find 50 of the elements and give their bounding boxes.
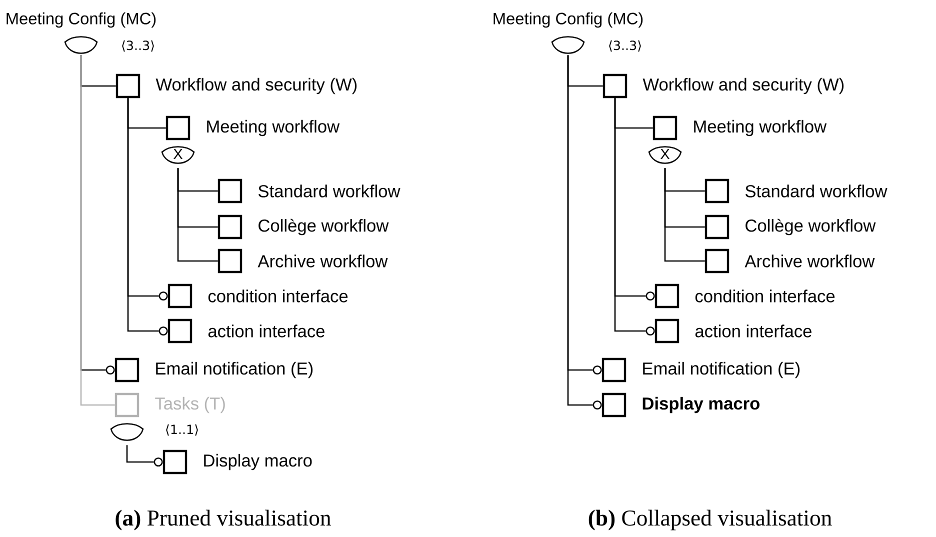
feature-box: condition interface: [654, 284, 835, 308]
node-label: Workflow and security (W): [156, 78, 357, 94]
xor-group-arc: X: [161, 146, 195, 164]
feature-box: Workflow and security (W): [602, 74, 844, 98]
feature-box: Email notification (E): [114, 358, 313, 382]
feature-box: Standard workflow: [218, 178, 400, 204]
node-label: condition interface: [695, 290, 835, 302]
feature-box: Workflow and security (W): [116, 74, 357, 98]
node-label: Tasks (T): [155, 396, 225, 414]
node-label: Archive workflow: [258, 254, 388, 268]
feature-box: Archive workflow: [218, 248, 388, 274]
feature-box: action interface: [654, 318, 812, 344]
caption: (b) Collapsed visualisation: [588, 510, 832, 530]
node-label: Email notification (E): [156, 362, 313, 378]
feature-box: Archive workflow: [704, 248, 875, 274]
node-label: action interface: [695, 324, 812, 338]
node-label: Collège workflow: [746, 218, 876, 236]
node-label: Display macro: [204, 454, 312, 470]
node-label: condition interface: [208, 290, 348, 302]
feature-box: condition interface: [168, 284, 348, 308]
cardinality-label: ⟨3..3⟩: [609, 40, 641, 52]
connector: [126, 445, 163, 467]
feature-box: Display macro: [602, 392, 760, 418]
node-label: Display macro: [642, 396, 760, 414]
feature-box: Email notification (E): [602, 358, 800, 382]
node-label: Workflow and security (W): [642, 78, 844, 94]
feature-box: action interface: [168, 318, 324, 344]
node-label: Email notification (E): [643, 362, 800, 378]
node-label: Meeting workflow: [207, 120, 340, 136]
node-label: Collège workflow: [258, 218, 389, 236]
xor-group-arc: X: [648, 146, 682, 164]
node-label: Meeting workflow: [694, 120, 827, 136]
feature-box: Standard workflow: [704, 178, 888, 204]
feature-box: Meeting workflow: [166, 116, 340, 140]
feature-box: Display macro: [162, 450, 312, 474]
feature-label: Meeting Config (MC): [494, 12, 643, 28]
node-label: Standard workflow: [746, 184, 888, 198]
feature-box: Tasks (T): [114, 392, 225, 418]
connector: [664, 168, 705, 262]
node-label: action interface: [208, 324, 324, 338]
connector: [177, 168, 218, 262]
feature-box: Collège workflow: [218, 214, 389, 240]
node-label: Standard workflow: [258, 184, 400, 198]
node-label: Archive workflow: [744, 254, 875, 268]
feature-label: Meeting Config (MC): [6, 12, 156, 28]
cardinality-label: ⟨3..3⟩: [122, 40, 154, 52]
feature-box: Meeting workflow: [652, 116, 827, 140]
feature-box: Collège workflow: [704, 214, 876, 240]
caption: (a) Pruned visualisation: [116, 510, 331, 530]
cardinality-label: ⟨1..1⟩: [166, 424, 198, 436]
